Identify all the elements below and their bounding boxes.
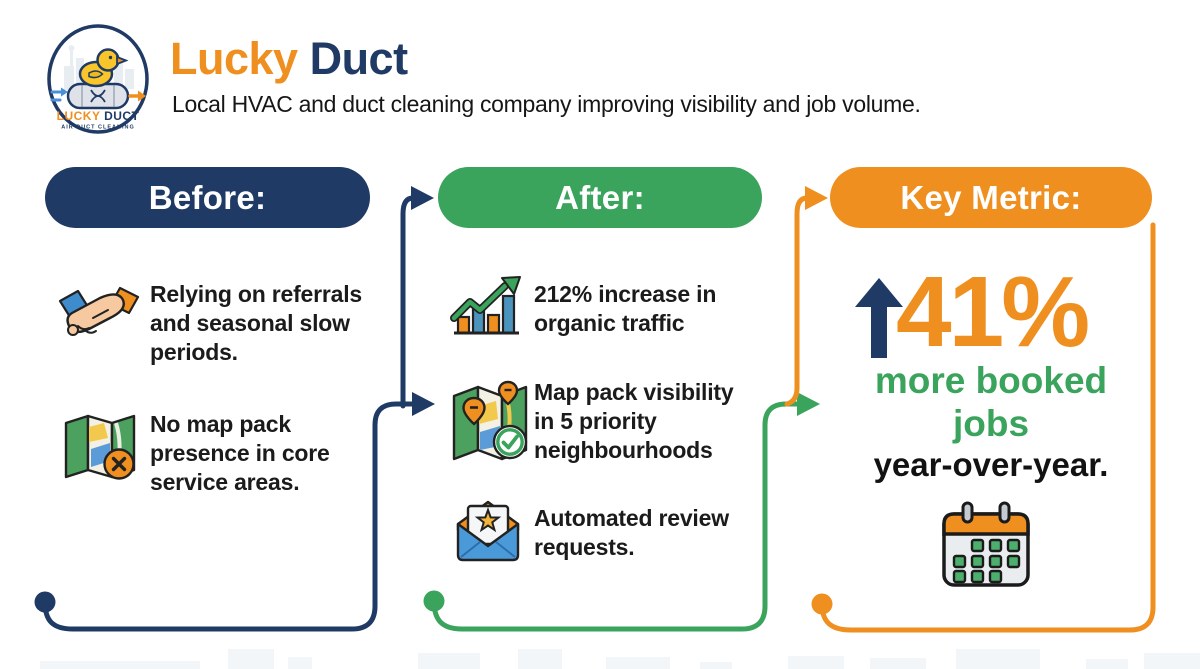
orange-arrowhead-top [805, 186, 828, 210]
before-item-text-2: No map pack presence in core service are… [150, 411, 330, 495]
brand-name-rest: Duct [297, 33, 409, 84]
orange-connector-branch [784, 195, 810, 407]
after-item-text-2: Map pack visibility in 5 priority neighb… [534, 379, 734, 463]
green-arrowhead-mid [797, 392, 820, 416]
handshake-icon [58, 286, 140, 336]
svg-text:LUCKY DUCT: LUCKY DUCT [57, 109, 140, 123]
after-item-text-3: Automated review requests. [534, 505, 729, 560]
key-metric-value: 41% [896, 256, 1090, 368]
brand-name-accent: Lucky [170, 33, 298, 84]
logo-title-accent: LUCKY [57, 109, 104, 123]
growth-chart-icon [450, 276, 521, 335]
orange-connector-line [819, 222, 1156, 633]
green-connector-line [431, 401, 800, 632]
review-envelope-icon [456, 500, 520, 562]
logo-title-rest: DUCT [104, 109, 139, 123]
after-item-text-1: 212% increase in organic traffic [534, 281, 717, 336]
before-section-pill: Before: [45, 167, 370, 228]
navy-arrowhead-top [411, 186, 434, 210]
calendar-icon [942, 501, 1030, 587]
brand-tagline: Local HVAC and duct cleaning company imp… [172, 91, 921, 117]
lucky-duct-logo: LUCKY DUCT AIR DUCT CLEANING [47, 24, 149, 134]
key-metric-timeframe: year-over-year. [873, 446, 1109, 483]
logo-airflow-arrows [50, 87, 146, 102]
logo-duct-tube [66, 82, 130, 110]
navy-arrowhead-mid [412, 392, 435, 416]
navy-connector-branch [400, 195, 416, 409]
logo-duck [78, 48, 129, 88]
map-x-icon [64, 414, 136, 480]
up-arrow-icon [855, 278, 903, 358]
logo-subtitle: AIR DUCT CLEANING [61, 125, 135, 131]
map-pins-check-icon [452, 380, 528, 461]
page-title: Lucky Duct [170, 33, 408, 85]
after-section-pill: After: [438, 167, 762, 228]
navy-connector-line [42, 401, 415, 632]
before-item-text-1: Relying on referrals and seasonal slow p… [150, 281, 363, 365]
key-metric-description: more booked jobs [874, 360, 1108, 444]
key-metric-section-pill: Key Metric: [830, 167, 1152, 228]
review-star [474, 507, 502, 533]
